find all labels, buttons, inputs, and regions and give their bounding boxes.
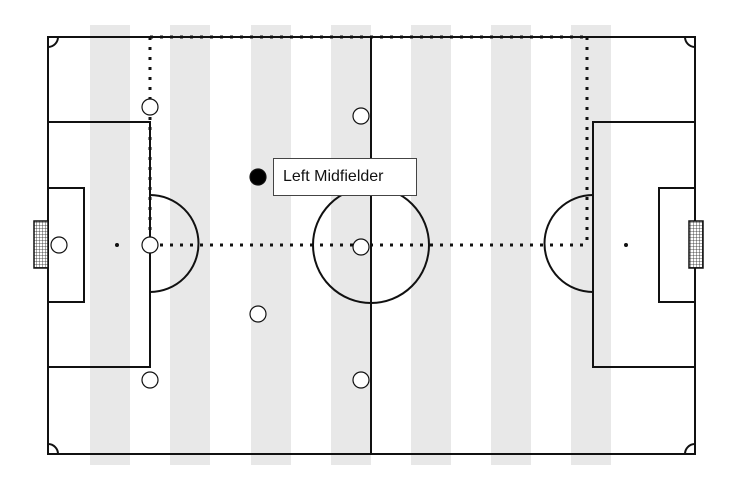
player-forward-center[interactable]	[352, 238, 370, 256]
corner-arc-top-left	[47, 36, 59, 48]
left-goal-net	[33, 220, 49, 269]
left-penalty-arc	[149, 194, 200, 293]
right-goal-net	[688, 220, 704, 269]
pitch-stripe	[90, 25, 130, 465]
pitch-stripe	[571, 25, 611, 465]
player-defender-bottom[interactable]	[141, 371, 159, 389]
player-tooltip: Left Midfielder	[273, 158, 417, 196]
left-penalty-spot	[115, 243, 119, 247]
player-defender-top[interactable]	[141, 98, 159, 116]
player-forward-top[interactable]	[352, 107, 370, 125]
corner-arc-top-right	[684, 36, 696, 48]
corner-arc-bottom-left	[47, 443, 59, 455]
right-penalty-arc	[543, 194, 594, 293]
player-tooltip-label: Left Midfielder	[283, 168, 384, 185]
right-penalty-spot	[624, 243, 628, 247]
player-defender-center[interactable]	[141, 236, 159, 254]
corner-arc-bottom-right	[684, 443, 696, 455]
player-midfielder-bottom[interactable]	[249, 305, 267, 323]
player-forward-bottom[interactable]	[352, 371, 370, 389]
player-goalkeeper[interactable]	[50, 236, 68, 254]
player-left-midfielder[interactable]	[249, 168, 267, 186]
